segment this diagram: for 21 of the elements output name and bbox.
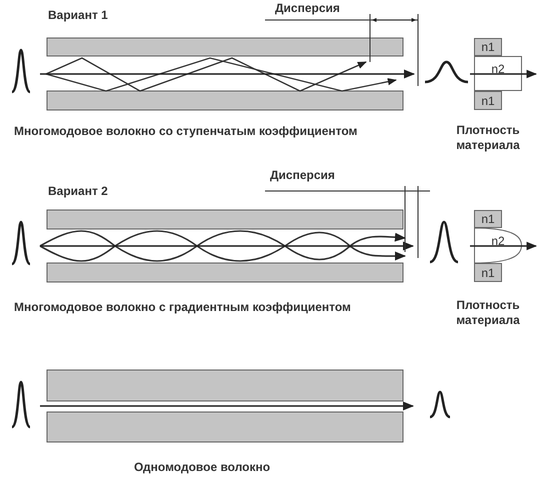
dispersion-label: Дисперсия xyxy=(275,1,340,16)
index-label: n1 xyxy=(481,94,495,108)
index-label: n2 xyxy=(491,234,505,248)
index-label: n1 xyxy=(481,40,495,54)
index-label: n1 xyxy=(481,212,495,226)
density-caption: Плотность материала xyxy=(455,123,521,153)
refractive-index-box xyxy=(474,38,502,56)
fiber-caption: Многомодовое волокно с градиентным коэффициентом xyxy=(14,300,351,315)
refractive-index-box xyxy=(474,56,522,91)
fiber-caption: Многомодовое волокно со ступенчатым коэффициентом xyxy=(14,124,358,139)
refractive-index-box xyxy=(474,210,502,228)
variant-heading: Вариант 2 xyxy=(48,184,108,199)
variant-heading: Вариант 1 xyxy=(48,8,108,23)
index-label: n1 xyxy=(481,266,495,280)
refractive-index-profile xyxy=(474,228,522,263)
fiber-caption: Одномодовое волокно xyxy=(134,460,270,475)
dispersion-label: Дисперсия xyxy=(270,168,335,183)
density-caption: Плотность материала xyxy=(455,298,521,328)
index-label: n2 xyxy=(491,62,505,76)
refractive-index-box xyxy=(474,91,502,110)
refractive-index-box xyxy=(474,263,502,282)
